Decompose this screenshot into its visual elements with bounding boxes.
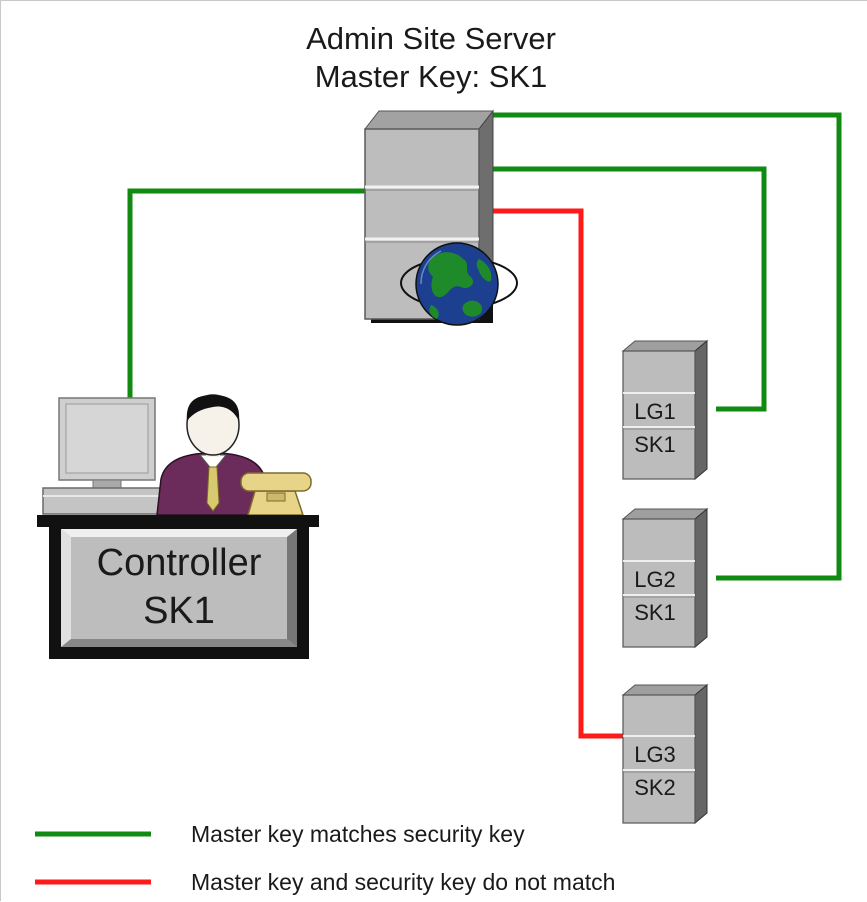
link-controller-admin: [127, 188, 371, 399]
controller-label: Controller: [96, 542, 262, 584]
server-lg3-icon: [621, 683, 709, 825]
monitor-icon: [42, 397, 172, 515]
server-lg2-key: SK1: [634, 600, 676, 625]
server-lg2-icon: [621, 507, 709, 649]
link-admin-lg2: [493, 112, 842, 581]
link-admin-lg3: [487, 208, 623, 739]
admin-server-master-key: Master Key: SK1: [314, 59, 548, 94]
server-lg1-name: LG1: [634, 399, 676, 424]
server-lg3-key: SK2: [634, 775, 676, 800]
server-lg2-name: LG2: [634, 567, 676, 592]
person-icon: [156, 394, 270, 516]
globe-icon: [400, 242, 518, 326]
legend-mismatch-label: Master key and security key do not match: [191, 869, 616, 895]
server-lg1-icon: [621, 339, 709, 481]
server-lg3-name: LG3: [634, 742, 676, 767]
telephone-icon: [240, 472, 312, 516]
legend-match-label: Master key matches security key: [191, 821, 525, 847]
link-admin-lg1: [493, 166, 767, 412]
admin-server-title: Admin Site Server: [306, 21, 556, 56]
desk: [37, 515, 319, 659]
controller-key: SK1: [143, 590, 215, 632]
server-lg1-key: SK1: [634, 432, 676, 457]
